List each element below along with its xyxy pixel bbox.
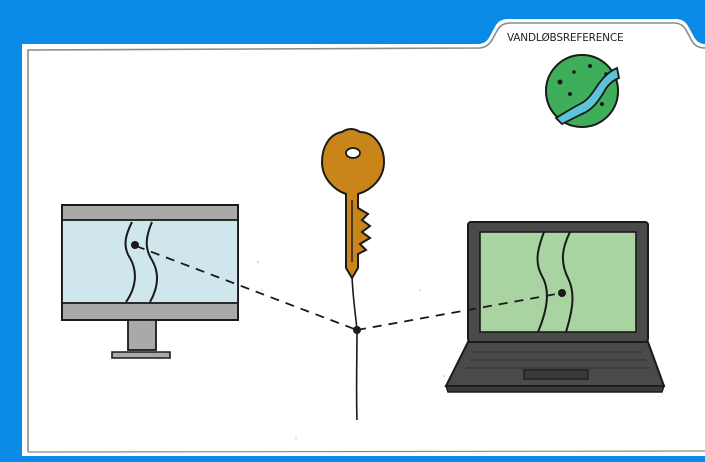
river-globe-icon [546, 55, 619, 127]
laptop-icon [446, 222, 664, 392]
tab-title: VANDLØBSREFERENCE [507, 32, 623, 44]
